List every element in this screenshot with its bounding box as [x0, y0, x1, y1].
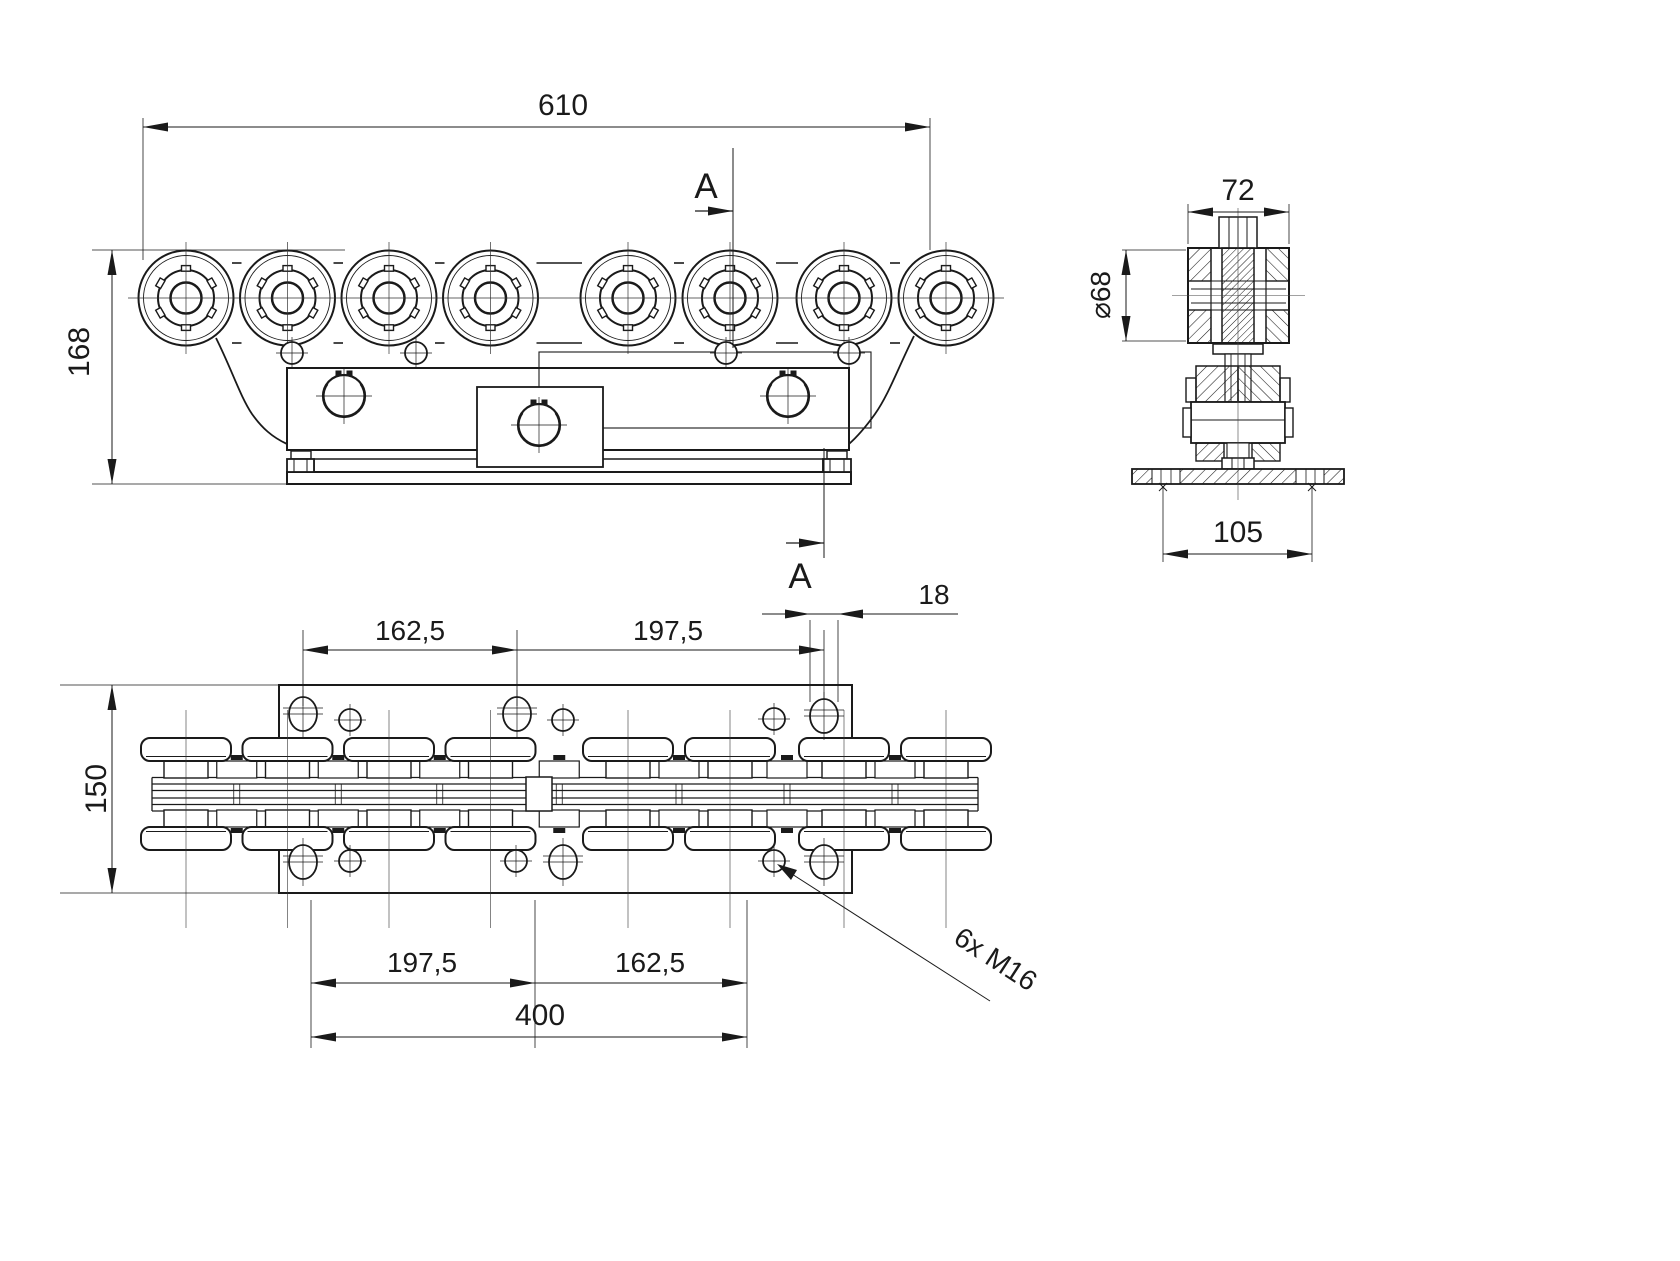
roller-set [128, 242, 1004, 354]
section-cut-marks [695, 148, 825, 558]
front-dimension-lines [92, 118, 931, 485]
dim-150-label: 150 [80, 764, 113, 814]
dim-105-label: 105 [1213, 516, 1263, 549]
roller-chain [140, 710, 992, 928]
plate-holes [283, 690, 844, 886]
section-dimension-lines [1121, 204, 1313, 562]
plan-view [60, 609, 992, 1048]
dim-162-top-label: 162,5 [375, 615, 445, 646]
dim-197-top-label: 197,5 [633, 615, 703, 646]
section-letter-top: A [694, 167, 718, 206]
dim-197-bottom-label: 197,5 [387, 947, 457, 978]
dim-610-label: 610 [538, 89, 588, 122]
section-geometry [1131, 208, 1345, 500]
carriage-frame-lines [215, 262, 915, 445]
dim-168-label: 168 [63, 327, 96, 377]
dim-162-bottom-label: 162,5 [615, 947, 685, 978]
section-view [1121, 204, 1345, 562]
plan-dimension-lines [60, 609, 991, 1048]
dim-18-label: 18 [918, 579, 949, 610]
carriage-body [286, 351, 872, 485]
dim-68-label: ⌀68 [1085, 271, 1116, 319]
front-view [92, 118, 1004, 558]
dim-72-label: 72 [1221, 174, 1254, 207]
section-letter-bottom: A [788, 557, 812, 596]
dim-400-label: 400 [515, 999, 565, 1032]
thread-note-label: 6x M16 [949, 921, 1043, 997]
pivot-pins [276, 337, 865, 369]
